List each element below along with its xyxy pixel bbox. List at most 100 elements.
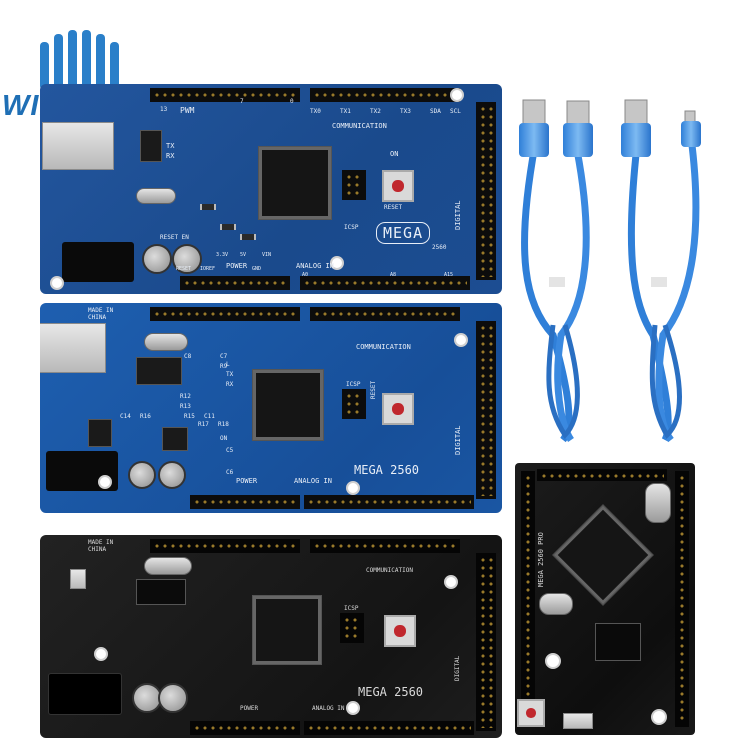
label-analog-in: ANALOG IN [312, 705, 345, 712]
label-communication: COMMUNICATION [356, 343, 411, 351]
label-c5: C5 [226, 447, 234, 454]
label-analog-in: ANALOG IN [296, 262, 334, 270]
digital-header-right [476, 553, 496, 731]
label-pin-tx1: TX1 [340, 108, 351, 115]
label-pin-reset: RESET [176, 266, 192, 272]
crystal [539, 593, 573, 615]
usb-chip [140, 130, 162, 162]
mounting-hole [545, 653, 561, 669]
capacitor [142, 244, 172, 274]
label-reset-en: RESET EN [160, 234, 189, 241]
icsp-header [342, 389, 366, 419]
smd-resistor [220, 224, 236, 230]
label-model: MEGA 2560 [354, 463, 420, 477]
label-rx: RX [226, 381, 234, 388]
dc-power-jack [48, 673, 122, 715]
label-pin-scl: SCL [450, 108, 461, 115]
label-pin-13: 13 [160, 106, 168, 113]
label-r17: R17 [198, 421, 209, 428]
label-made-in: MADE IN [88, 539, 114, 546]
label-model: MEGA 2560 PRO [537, 532, 545, 587]
label-pin-a15: A15 [444, 272, 454, 278]
pin-header-right [675, 471, 689, 727]
label-c11: C11 [204, 413, 215, 420]
capacitor [128, 461, 156, 489]
label-pin-a0: A0 [302, 272, 309, 278]
usb-chip [136, 579, 186, 605]
label-power: POWER [240, 705, 259, 712]
digital-header-right [476, 102, 496, 280]
smd-resistor [200, 204, 216, 210]
digital-header-right [476, 321, 496, 499]
label-pin-tx0: TX0 [310, 108, 321, 115]
reset-button [382, 393, 414, 425]
atmega2560-chip [258, 146, 332, 220]
label-pin-3v3: 3.3V [216, 252, 229, 258]
label-pin-tx3: TX3 [400, 108, 411, 115]
atmega2560-chip [252, 595, 322, 665]
mounting-hole [651, 709, 667, 725]
icsp-header [340, 613, 364, 643]
label-model-sub: 2560 [432, 244, 447, 251]
mounting-hole [444, 575, 458, 589]
label-communication: COMMUNICATION [366, 567, 413, 574]
communication-header [310, 307, 460, 321]
mounting-hole [94, 647, 108, 661]
usb-cables [519, 99, 701, 443]
label-model: MEGA [376, 222, 431, 244]
mounting-hole [346, 481, 360, 495]
label-china: CHINA [88, 314, 107, 321]
regulator-chip [162, 427, 188, 451]
label-digital: DIGITAL [454, 425, 462, 455]
usb-b-port [42, 122, 114, 170]
capacitor [158, 461, 186, 489]
digital-header-top [150, 88, 300, 102]
analog-header [300, 276, 470, 290]
power-header [190, 721, 300, 735]
usb-chip [595, 623, 641, 661]
digital-header-top [150, 539, 300, 553]
crystal [144, 557, 192, 575]
label-c14: C14 [120, 413, 131, 420]
mounting-hole [450, 88, 464, 102]
communication-header [310, 88, 460, 102]
label-r18: R18 [218, 421, 229, 428]
label-model: MEGA 2560 [358, 685, 424, 699]
label-r13: R13 [180, 403, 191, 410]
label-pin-gnd: GND [252, 266, 262, 272]
label-icsp: ICSP [344, 224, 359, 231]
pin-header-left [521, 471, 535, 727]
crystal [645, 483, 671, 523]
label-pin-vin: VIN [262, 252, 272, 258]
power-header [190, 495, 300, 509]
label-r15: R15 [184, 413, 195, 420]
label-on: ON [220, 435, 228, 442]
label-c7: C7 [220, 353, 228, 360]
label-tx: TX [226, 371, 234, 378]
label-china: CHINA [88, 546, 107, 553]
label-pin-0: 0 [290, 98, 294, 105]
label-digital: DIGITAL [454, 655, 461, 681]
mounting-hole [98, 475, 112, 489]
label-r16: R16 [140, 413, 151, 420]
label-pin-a8: A8 [390, 272, 397, 278]
label-l: L [226, 361, 230, 368]
capacitor [158, 683, 188, 713]
label-pin-sda: SDA [430, 108, 441, 115]
label-icsp: ICSP [346, 381, 361, 388]
label-reset: RESET [370, 380, 377, 399]
label-pin-tx2: TX2 [370, 108, 381, 115]
digital-header-top [150, 307, 300, 321]
micro-usb-port [563, 713, 593, 729]
usb-a-to-micro-cable [621, 99, 701, 443]
label-rx: RX [166, 152, 175, 160]
label-r12: R12 [180, 393, 191, 400]
reset-button [384, 615, 416, 647]
label-digital: DIGITAL [454, 200, 462, 230]
atmega2560-chip [552, 504, 654, 606]
label-reset: RESET [384, 204, 403, 211]
label-tx: TX [166, 142, 175, 150]
crystal [144, 333, 188, 351]
label-power: POWER [226, 262, 248, 270]
brand-logo [40, 30, 119, 90]
